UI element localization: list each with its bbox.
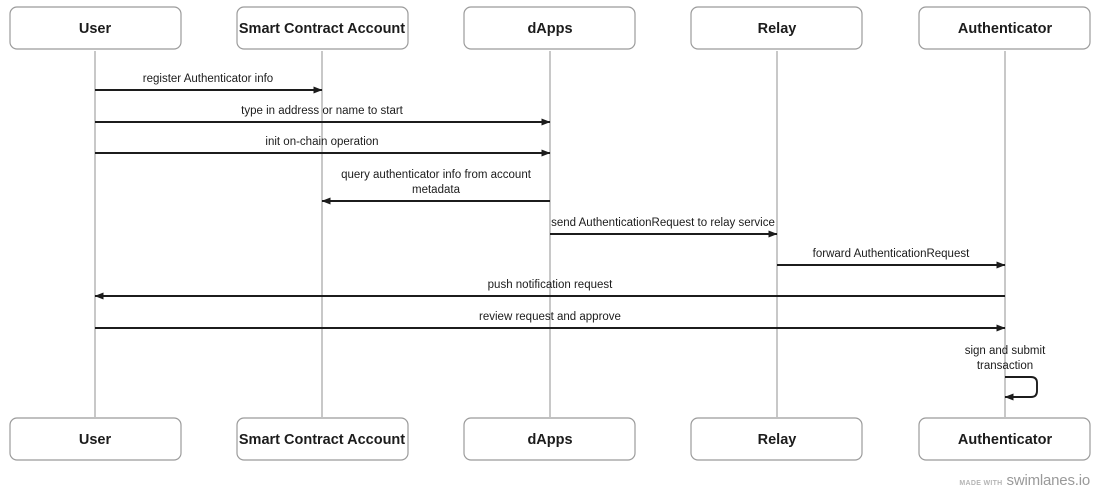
actor-label-smart-contract-account-bottom: Smart Contract Account bbox=[239, 432, 405, 448]
actor-box-rect bbox=[690, 6, 863, 50]
message-label-line1: query authenticator info from account bbox=[341, 169, 532, 181]
message-register-authenticator-info[interactable]: register Authenticator info bbox=[95, 73, 323, 94]
message-label: type in address or name to start bbox=[241, 105, 404, 117]
actor-footer-boxes: User Smart Contract Account dApps Relay … bbox=[9, 417, 1091, 461]
actor-box-rect bbox=[463, 6, 636, 50]
actor-label-relay-bottom: Relay bbox=[758, 432, 797, 448]
message-label-line2: transaction bbox=[977, 360, 1033, 372]
messages-group: register Authenticator info type in addr… bbox=[94, 73, 1046, 401]
message-type-in-address-or-name-to-start[interactable]: type in address or name to start bbox=[95, 105, 551, 126]
actor-box-relay-bottom[interactable]: Relay bbox=[690, 417, 863, 461]
actor-box-user-bottom[interactable]: User bbox=[9, 417, 182, 461]
actor-header-boxes: User Smart Contract Account dApps Relay … bbox=[9, 6, 1091, 50]
swimlanes-watermark[interactable]: MADE WITH swimlanes.io bbox=[959, 472, 1090, 489]
actor-box-authenticator-bottom[interactable]: Authenticator bbox=[918, 417, 1091, 461]
actor-box-rect bbox=[236, 417, 409, 461]
actor-label-dapps-top: dApps bbox=[527, 21, 572, 37]
actor-box-rect bbox=[463, 417, 636, 461]
message-sign-and-submit-transaction[interactable]: sign and submit transaction bbox=[965, 345, 1046, 401]
actor-box-rect bbox=[918, 6, 1091, 50]
actor-box-rect bbox=[918, 417, 1091, 461]
actor-box-rect bbox=[690, 417, 863, 461]
message-send-authenticationrequest-to-relay-service[interactable]: send AuthenticationRequest to relay serv… bbox=[550, 217, 778, 238]
message-label: forward AuthenticationRequest bbox=[813, 248, 970, 260]
actor-label-user-top: User bbox=[79, 21, 112, 37]
actor-box-rect bbox=[9, 417, 182, 461]
message-query-authenticator-info-from-account-metadata[interactable]: query authenticator info from account me… bbox=[321, 169, 550, 205]
actor-label-user-bottom: User bbox=[79, 432, 112, 448]
actor-box-user-top[interactable]: User bbox=[9, 6, 182, 50]
actor-box-authenticator-top[interactable]: Authenticator bbox=[918, 6, 1091, 50]
actor-label-dapps-bottom: dApps bbox=[527, 432, 572, 448]
actor-label-smart-contract-account-top: Smart Contract Account bbox=[239, 21, 405, 37]
actor-box-dapps-bottom[interactable]: dApps bbox=[463, 417, 636, 461]
actor-box-relay-top[interactable]: Relay bbox=[690, 6, 863, 50]
actor-box-rect bbox=[236, 6, 409, 50]
actor-box-smart-contract-account-top[interactable]: Smart Contract Account bbox=[236, 6, 409, 50]
message-label-line1: sign and submit bbox=[965, 345, 1046, 357]
watermark-brand: swimlanes.io bbox=[1006, 472, 1091, 489]
message-init-on-chain-operation[interactable]: init on-chain operation bbox=[95, 136, 551, 157]
actor-box-dapps-top[interactable]: dApps bbox=[463, 6, 636, 50]
actor-label-relay-top: Relay bbox=[758, 21, 797, 37]
actor-box-smart-contract-account-bottom[interactable]: Smart Contract Account bbox=[236, 417, 409, 461]
actor-label-authenticator-top: Authenticator bbox=[958, 21, 1053, 37]
message-review-request-and-approve[interactable]: review request and approve bbox=[95, 311, 1006, 332]
watermark-prefix: MADE WITH bbox=[959, 480, 1003, 487]
message-label: send AuthenticationRequest to relay serv… bbox=[551, 217, 775, 229]
message-label: init on-chain operation bbox=[265, 136, 378, 148]
message-forward-authenticationrequest[interactable]: forward AuthenticationRequest bbox=[777, 248, 1006, 269]
message-label: push notification request bbox=[488, 279, 613, 291]
message-label: register Authenticator info bbox=[143, 73, 273, 85]
message-label-line2: metadata bbox=[412, 184, 461, 196]
message-selfloop-arrow bbox=[1004, 376, 1038, 401]
message-push-notification-request[interactable]: push notification request bbox=[94, 279, 1005, 300]
message-label: review request and approve bbox=[479, 311, 621, 323]
actor-box-rect bbox=[9, 6, 182, 50]
actor-label-authenticator-bottom: Authenticator bbox=[958, 432, 1053, 448]
